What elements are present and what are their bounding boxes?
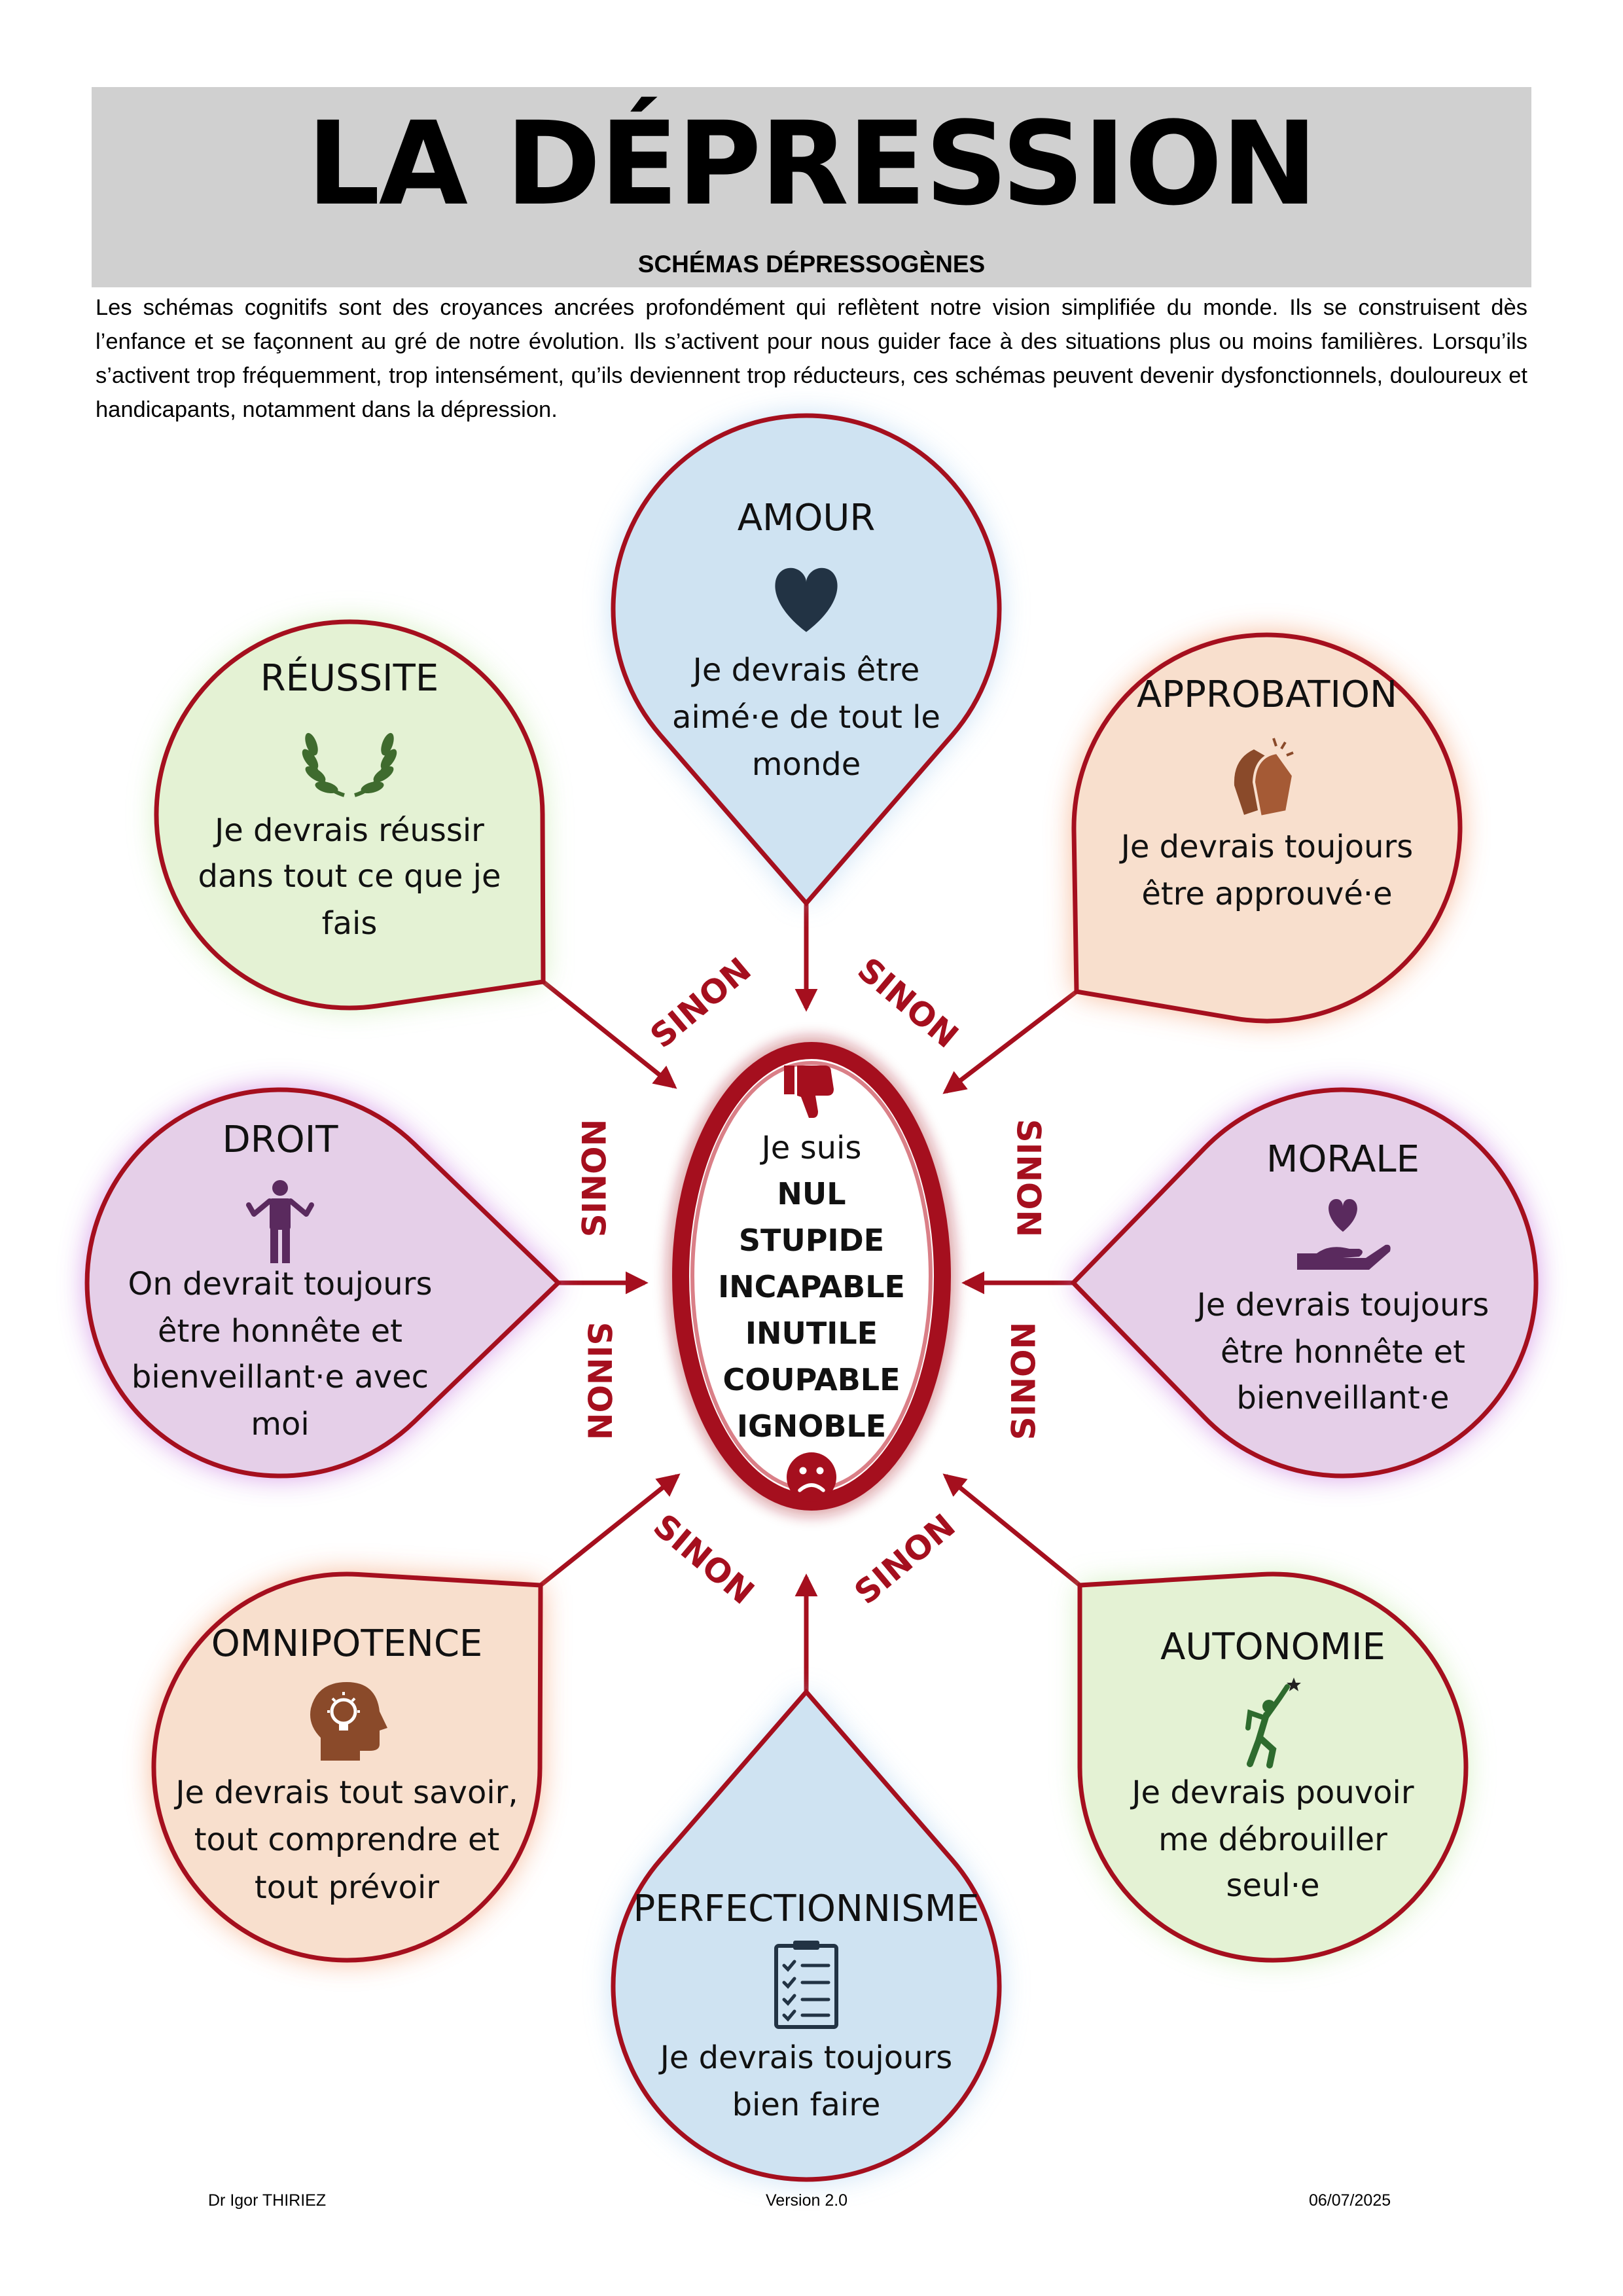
central-belief-line: Je suis (760, 1130, 862, 1166)
clapping-hands-icon (1234, 738, 1295, 819)
schema-petal-omnipotence: OMNIPOTENCE Je devrais tout savoir, tout c… (151, 1571, 543, 1963)
petal-shape (1077, 1571, 1469, 1963)
schema-title: AMOUR (738, 497, 876, 539)
schema-belief-line: bien faire (732, 2087, 881, 2123)
connector-arrow-reussite (541, 980, 677, 1089)
schema-petal-reussite: RÉUSSITE Je devrais réussir dans tout ce q… (154, 619, 546, 1011)
sinon-label-4: SINON (1010, 1119, 1048, 1238)
footer-author: Dr Igor THIRIEZ (208, 2191, 327, 2210)
schema-belief-line: être honnête et (1221, 1334, 1465, 1371)
sinon-label-8: SINON (847, 1507, 963, 1612)
schema-belief-line: tout comprendre et (194, 1821, 500, 1858)
schema-belief-line: On devrait toujours (128, 1266, 433, 1302)
schema-belief-line: aimé·e de tout le (672, 699, 940, 736)
schema-belief-line: Je devrais tout savoir, (173, 1774, 518, 1811)
page-subtitle: SCHÉMAS DÉPRESSOGÈNES (637, 251, 986, 278)
central-belief-line: INUTILE (745, 1316, 878, 1351)
heart-icon (775, 567, 838, 632)
head-lightbulb-icon (310, 1682, 387, 1761)
schema-title: APPROBATION (1137, 673, 1397, 716)
central-belief-line: INCAPABLE (718, 1269, 905, 1304)
petal-shape (1071, 632, 1463, 1024)
schema-petal-morale: MORALE Je devrais toujours être honnête et… (1070, 1087, 1539, 1479)
central-belief-line: IGNOBLE (737, 1408, 886, 1444)
schema-belief-line: tout prévoir (255, 1869, 439, 1906)
central-belief-line: COUPABLE (722, 1362, 900, 1397)
central-belief-line: STUPIDE (739, 1223, 884, 1258)
schema-petal-approbation: APPROBATION Je devrais toujours être appro… (1071, 632, 1463, 1024)
schema-title: DROIT (223, 1119, 339, 1161)
person-shrug-icon (246, 1180, 314, 1263)
connector-arrow-approbation (942, 990, 1079, 1094)
connector-arrows (539, 903, 1082, 1692)
footer-date: 06/07/2025 (1309, 2191, 1391, 2210)
schema-belief-line: Je devrais toujours (1195, 1287, 1489, 1323)
schema-belief-line: Je devrais être (691, 652, 920, 689)
petal-shape (1070, 1087, 1539, 1479)
schema-belief-line: moi (251, 1406, 309, 1443)
schema-belief-line: seul·e (1226, 1867, 1319, 1904)
sad-face-icon (787, 1452, 836, 1502)
schema-belief-line: fais (322, 905, 378, 942)
petal-shape (611, 1688, 1002, 2182)
schema-title: MORALE (1266, 1138, 1419, 1181)
schema-belief-line: Je devrais toujours (1119, 829, 1414, 865)
thumbs-down-icon (784, 1066, 834, 1118)
sinon-label-6: SINON (1005, 1322, 1043, 1441)
person-reaching-star-icon (1245, 1677, 1301, 1768)
schema-title: AUTONOMIE (1160, 1626, 1385, 1668)
schema-title: OMNIPOTENCE (211, 1623, 483, 1665)
footer-version: Version 2.0 (766, 2191, 848, 2210)
petal-shape (151, 1571, 543, 1963)
schema-petal-autonomie: AUTONOMIE Je devrais pouvoir me débrouille… (1077, 1571, 1469, 1963)
schema-belief-line: me débrouiller (1158, 1821, 1387, 1858)
sinon-label-5: SINON (580, 1322, 618, 1441)
petal-shape (611, 413, 1002, 907)
connector-arrow-autonomie (942, 1473, 1082, 1587)
sinon-label-1: SINON (643, 950, 758, 1056)
laurel-wreath-icon (302, 732, 397, 797)
schema-belief-line: Je devrais réussir (213, 812, 484, 849)
central-belief-line: NUL (777, 1176, 846, 1211)
petal-shape (84, 1087, 562, 1479)
schema-petals: AMOUR Je devrais être aimé·e de tout le mon… (84, 413, 1539, 2182)
schema-belief-line: dans tout ce que je (198, 858, 501, 895)
checklist-icon (774, 1941, 838, 2029)
schema-belief-line: monde (752, 746, 861, 783)
sinon-label-2: SINON (850, 950, 965, 1056)
connector-arrow-omnipotence (539, 1473, 681, 1587)
schema-belief-line: bienveillant·e (1236, 1380, 1449, 1416)
petal-shape (154, 619, 546, 1011)
title-band: LA DÉPRESSION SCHÉMAS DÉPRESSOGÈNES (92, 87, 1531, 287)
schema-belief-line: Je devrais pouvoir (1130, 1774, 1414, 1811)
schema-petal-droit: DROIT On devrait toujours être honnête et b… (84, 1087, 562, 1479)
schema-title: RÉUSSITE (260, 657, 438, 700)
intro-paragraph: Les schémas cognitifs sont des croyances… (96, 295, 1527, 422)
schema-belief-line: être approuvé·e (1141, 876, 1392, 912)
schema-belief-line: Je devrais toujours (658, 2039, 953, 2076)
schema-petal-amour: AMOUR Je devrais être aimé·e de tout le mon… (611, 413, 1002, 907)
schema-title: PERFECTIONNISME (633, 1888, 979, 1930)
page-title: LA DÉPRESSION (306, 97, 1318, 231)
sinon-label-7: SINON (646, 1507, 761, 1612)
hand-heart-icon (1297, 1199, 1391, 1270)
schema-belief-line: bienveillant·e avec (132, 1359, 429, 1395)
schema-petal-perfectionnisme: PERFECTIONNISME Je devrais toujours bien f… (611, 1688, 1002, 2182)
sinon-label-3: SINON (576, 1119, 614, 1238)
schema-belief-line: être honnête et (158, 1313, 402, 1350)
